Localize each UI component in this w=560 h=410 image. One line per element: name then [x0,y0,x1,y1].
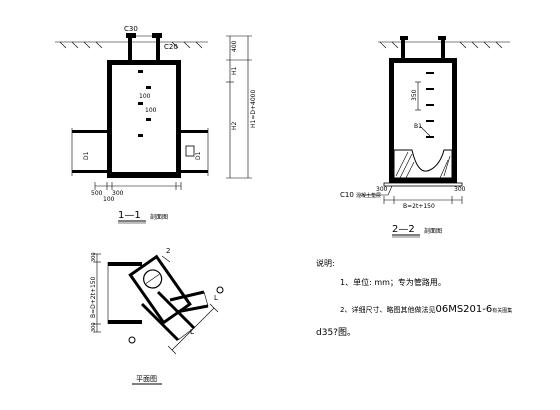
plan-branches [140,290,209,342]
ground-hatch [59,41,203,49]
label-c10: C10 [340,191,354,199]
dimension-bottom [94,182,182,190]
label-dim-total: H1=D+4000 [250,90,257,128]
plan-left-bottom: 300 [91,322,97,332]
label-inner-1: 100 [139,93,151,100]
label-pipe-left: D1 [83,151,90,160]
top-slab-2 [389,58,457,63]
label-dim-right-2: 300 [454,186,466,193]
label-dim-bottom-b: 100 [103,196,115,203]
neck-wall-left [128,36,132,62]
notes-line-3: d35?图。 [316,328,356,338]
ladder-steps [138,70,151,137]
notes-line-2-prefix: 2、详细尺寸、略图其他做法见 [340,306,436,314]
label-dim-bottom-left: 500 [91,190,103,197]
section-1-1-title: 1—1 [118,210,141,221]
cover-left [126,33,136,38]
plan-label-l-1: L [190,328,194,336]
cushion-2 [383,182,463,187]
label-dim-h1: H1 [231,66,238,75]
shaft-wall-right [176,60,181,174]
plan-view: B=D+2t+150 300 300 L L 2 [90,247,224,385]
plan-well [128,254,192,325]
label-dim-mid-2: B=2t+150 [403,203,435,210]
label-pipe-right: D1 [195,151,202,160]
notes-block: 说明: 1、单位: mm；专为管路用。 2、详细尺寸、略图其他做法见06MS20… [316,258,556,338]
neck-wall-right [156,36,160,62]
notes-line-2-suffix: 有关图集 [492,308,513,314]
wall-right-2 [452,58,457,182]
ladder-steps-2 [426,72,434,138]
shaft-base [107,172,181,178]
label-cover: C30 [124,25,138,33]
label-dim-h2: H2 [231,121,238,130]
label-350: 350 [411,89,418,101]
section-1-1: C30 C20 100 100 400 H1 H2 H1=D+4000 D1 D… [55,25,257,224]
section-1-1-subtitle: 剖面图 [150,213,168,221]
label-dim-left-2: 300 [376,186,388,193]
notes-line-2: 2、详细尺寸、略图其他做法见06MS201-6有关图集 [340,297,556,316]
plan-label-l-2: L [214,294,218,302]
shaft-wall-left [107,60,112,174]
ground-hatch-2 [379,41,503,49]
plan-title: 平面图 [136,375,157,383]
plan-label-2: 2 [166,247,170,255]
label-dim-top: 400 [231,40,238,52]
base-2 [389,178,457,183]
bench-hatch [393,149,453,179]
label-inner-2: 100 [145,107,157,114]
label-dim-bottom-a: 300 [112,190,124,197]
pipe-left [71,128,107,176]
wall-left-2 [389,58,394,182]
section-2-2: 350 B1 C10 混凝土垫层 300 B=2t+150 300 2—2 剖面… [340,36,510,238]
notes-line-2-std: 06MS201-6 [435,304,493,315]
plan-left-top: 300 [91,252,97,262]
label-cushion-note: 混凝土垫层 [356,192,381,199]
section-2-2-subtitle: 剖面图 [424,227,442,235]
shaft-top-slab [107,60,181,65]
label-slab: C20 [164,43,178,51]
plan-left-dim: B=D+2t+150 [90,276,97,318]
notes-line-1: 1、单位: mm；专为管路用。 [340,278,446,287]
notes-heading: 说明: [316,259,335,268]
pipe-right [181,128,209,176]
cover-right [152,33,162,38]
dimension-vertical [226,35,252,179]
label-b1: B1 [414,123,422,130]
section-2-2-title: 2—2 [392,224,415,235]
